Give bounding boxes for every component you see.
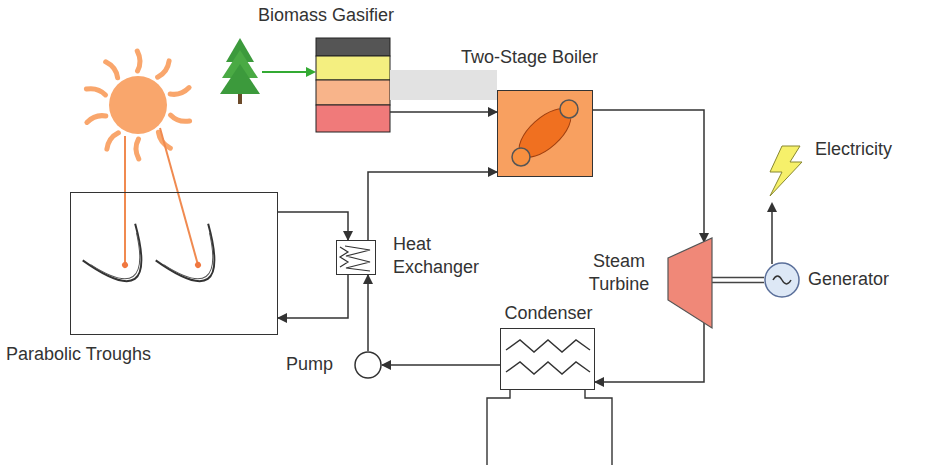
hx-body	[336, 240, 376, 275]
sun-ray	[86, 89, 105, 95]
node-label: Heat Exchanger	[393, 233, 503, 278]
node-label: Pump	[286, 353, 333, 376]
hx-coil	[340, 246, 370, 271]
biomass-tree	[220, 38, 260, 104]
gas-duct	[390, 70, 497, 100]
node-label: Parabolic Troughs	[6, 343, 151, 366]
sun-rays	[86, 51, 189, 159]
flow-arrow	[368, 172, 497, 240]
circle-outline	[354, 351, 382, 379]
light-ray	[124, 136, 126, 265]
sun-ray	[136, 139, 139, 159]
boiler-body	[497, 90, 593, 177]
shaft	[712, 278, 764, 283]
flow-arrow	[382, 364, 500, 366]
condenser: Condenser	[500, 328, 595, 390]
turbine-outline	[668, 238, 712, 328]
boiler-drums	[511, 100, 579, 166]
feed-arrow	[262, 71, 314, 73]
output-label: Electricity	[815, 138, 892, 161]
sun-ray	[170, 115, 189, 121]
flow-arrow	[390, 111, 497, 113]
sun-ray	[170, 88, 189, 95]
circle-outline	[764, 262, 800, 298]
node-label: Biomass Gasifier	[258, 4, 394, 27]
sun	[109, 76, 167, 134]
heat-exchanger: Heat Exchanger	[336, 240, 376, 275]
trough	[156, 224, 234, 298]
sun-ray	[87, 116, 106, 123]
boiler-box: Two-Stage Boiler	[497, 90, 593, 177]
sun-ray	[107, 133, 119, 149]
pump: Pump	[354, 351, 382, 379]
steam-turbine: Steam Turbine	[668, 238, 712, 328]
flow-arrow	[278, 212, 348, 240]
sun-ray	[137, 51, 140, 71]
generator: Generator	[764, 262, 800, 298]
light-ray	[160, 128, 198, 265]
node-label: Generator	[808, 268, 889, 291]
trough	[83, 224, 161, 298]
flow-arrow	[367, 275, 369, 351]
node-label: Condenser	[501, 302, 596, 325]
sun-ray	[158, 61, 170, 77]
node-label: Steam Turbine	[576, 250, 662, 295]
shaft-line	[712, 282, 764, 284]
condenser-coil	[506, 362, 590, 374]
trough-field: Parabolic Troughs	[70, 192, 278, 335]
sun-ray	[106, 62, 118, 78]
condenser-coil	[506, 340, 590, 352]
cooling-water-pipe	[487, 390, 612, 465]
flow-arrow	[278, 275, 348, 318]
node-label: Two-Stage Boiler	[461, 46, 598, 69]
lightning-bolt	[770, 146, 802, 196]
gasifier: Biomass Gasifier	[316, 38, 390, 132]
gasifier-bands	[316, 38, 390, 132]
shaft-line	[712, 277, 764, 279]
power-arrow	[771, 204, 773, 264]
flow-arrow	[593, 110, 704, 242]
flow-arrow	[595, 323, 704, 382]
condenser-body	[500, 328, 595, 390]
